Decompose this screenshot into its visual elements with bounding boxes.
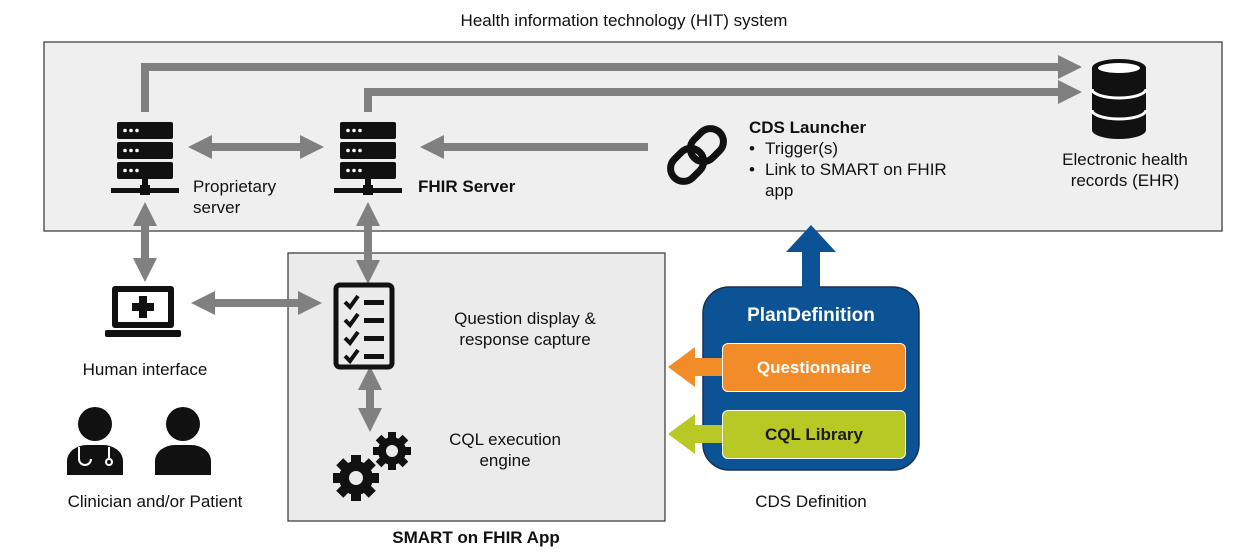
cql-engine-label: CQL execution engine (449, 430, 561, 470)
fhir-server-label: FHIR Server (418, 177, 516, 196)
laptop-medical-icon (105, 286, 181, 337)
arrow-proprietary-to-ehr (141, 55, 1082, 112)
arrow-plan-to-launcher (786, 225, 836, 289)
cds-launcher-title: CDS Launcher (749, 118, 867, 137)
server-icon (334, 122, 402, 195)
arrow-fhir-to-ehr (364, 80, 1082, 112)
server-icon (111, 122, 179, 195)
link-icon (667, 125, 727, 185)
cds-definition-label: CDS Definition (755, 492, 867, 511)
database-icon (1090, 59, 1148, 139)
smart-app-label: SMART on FHIR App (392, 528, 560, 547)
users-label: Clinician and/or Patient (67, 492, 243, 511)
ehr-label: Electronic health records (EHR) (1062, 150, 1188, 190)
cql-library-pill: CQL Library (722, 410, 906, 459)
patient-icon (155, 407, 211, 475)
cds-launcher-bullet: Link to SMART on FHIR app (745, 159, 950, 201)
checklist-icon (333, 282, 395, 370)
hit-system-title: Health information technology (HIT) syst… (460, 11, 788, 30)
human-interface-label: Human interface (82, 360, 208, 379)
proprietary-server-label: Proprietary server (193, 177, 277, 217)
arrow-questionnaire-to-app (668, 347, 731, 387)
questionnaire-pill: Questionnaire (722, 343, 906, 392)
cds-launcher-bullet: Trigger(s) (745, 138, 965, 159)
arrow-cql-to-app (668, 414, 731, 454)
gears-icon (333, 432, 411, 501)
plan-definition-title: PlanDefinition (747, 305, 875, 326)
doctor-icon (67, 407, 123, 475)
question-display-label: Question display & response capture (454, 309, 596, 349)
cds-launcher-bullets: Trigger(s) Link to SMART on FHIR app (745, 138, 965, 201)
